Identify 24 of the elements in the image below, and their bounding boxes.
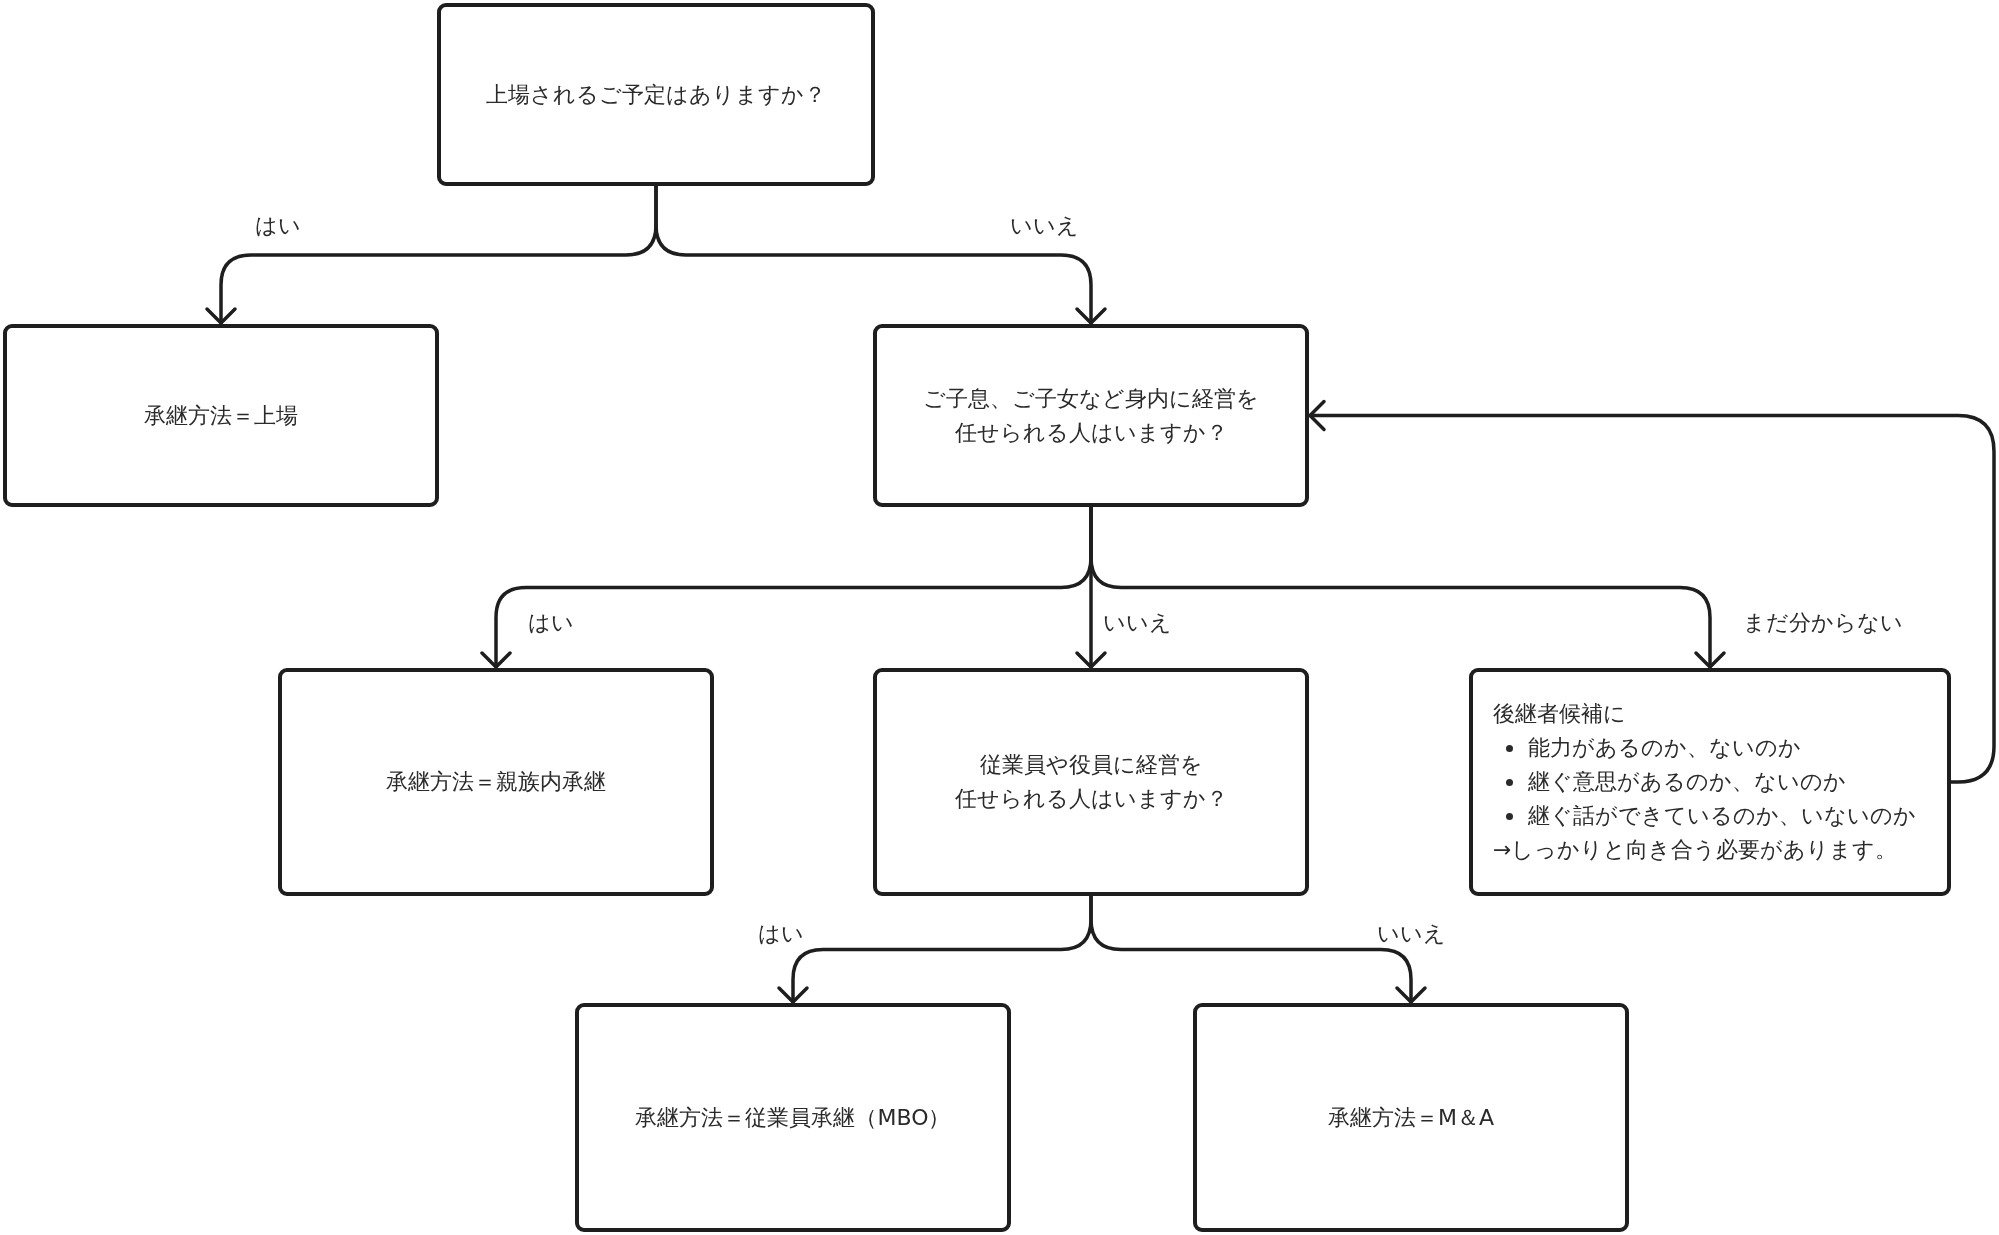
result-box	[1193, 1003, 1629, 1232]
arrow	[1089, 894, 1427, 1004]
result-box	[3, 324, 439, 507]
decision-box	[873, 668, 1309, 896]
arrow	[654, 184, 1107, 325]
note-text: →しっかりと向き合う必要があります。	[1493, 836, 1898, 864]
list-item-text: 継ぐ話ができているのか、いないのか	[1528, 802, 1916, 830]
result-text: 承継方法＝上場	[144, 401, 298, 430]
note-box	[1469, 668, 1951, 896]
result-box	[278, 668, 714, 896]
result-text: 承継方法＝M＆A	[1328, 1103, 1494, 1132]
list-item-text: 継ぐ意思があるのか、ないのか	[1528, 768, 1846, 796]
question-text: ご子息、ご子女など身内に経営を任せられる人はいますか？	[923, 384, 1259, 447]
arrow	[1308, 399, 1996, 784]
note-heading: 後継者候補に	[1493, 700, 1626, 728]
question-text: 上場されるご予定はありますか？	[486, 80, 826, 109]
result-box	[575, 1003, 1011, 1232]
decision-box	[437, 3, 875, 186]
result-text: 承継方法＝親族内承継	[386, 768, 606, 796]
list-item-text: 能力があるのか、ないのか	[1528, 734, 1801, 762]
decision-box	[873, 324, 1309, 507]
arrow	[1089, 505, 1726, 669]
question-text: 従業員や役員に経営を任せられる人はいますか？	[954, 751, 1228, 813]
result-text: 承継方法＝従業員承継（MBO）	[635, 1103, 951, 1132]
